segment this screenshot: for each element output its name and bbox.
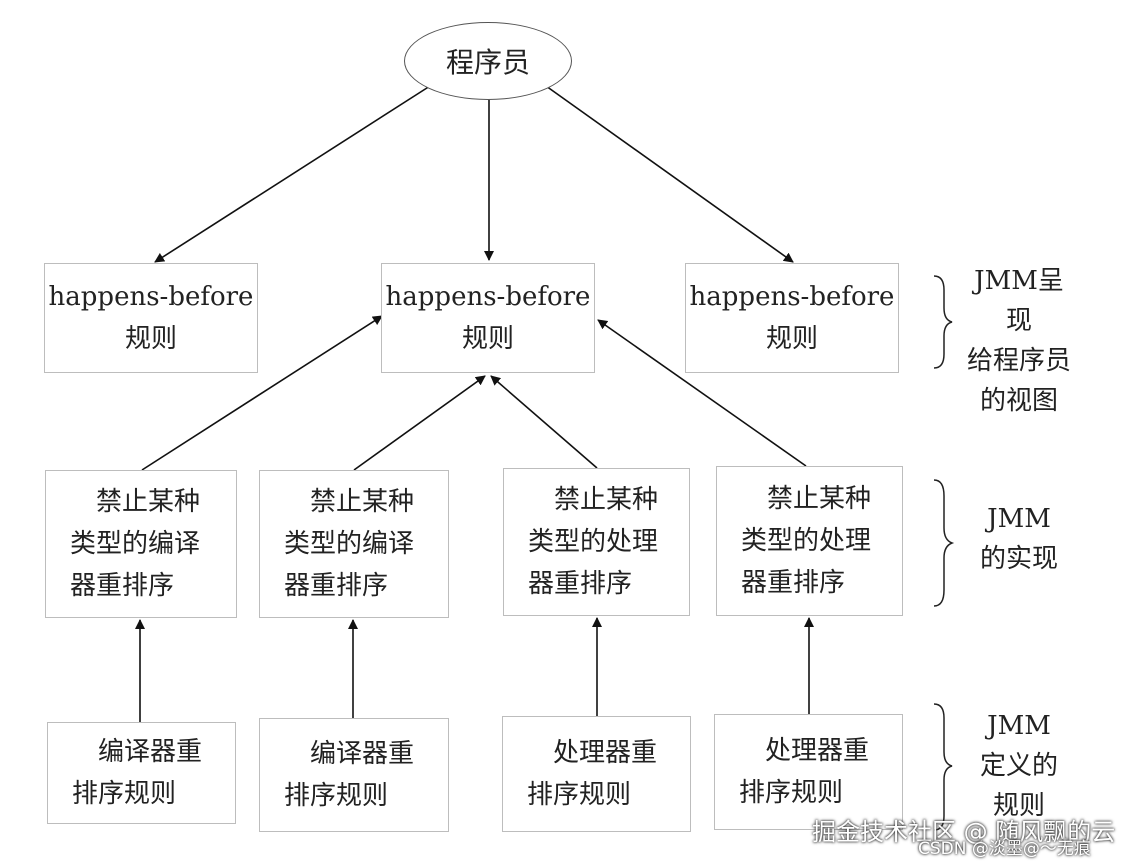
brace-def xyxy=(933,703,953,831)
def-box-2: 编译器重 排序规则 xyxy=(259,718,449,832)
arrow-top-to-rule-left xyxy=(154,85,431,263)
impl-box-3: 禁止某种 类型的处理 器重排序 xyxy=(503,468,690,616)
impl-box-2: 禁止某种 类型的编译 器重排序 xyxy=(259,470,449,618)
def-line1: 编译器重 xyxy=(310,739,415,769)
impl-line2: 类型的处理 xyxy=(528,527,659,557)
programmer-node: 程序员 xyxy=(404,22,572,100)
rule-line2: 规则 xyxy=(765,324,818,354)
rule-box-left: happens-before 规则 xyxy=(44,263,258,373)
impl-line1: 禁止某种 xyxy=(554,485,659,515)
impl-line2: 类型的编译 xyxy=(70,529,201,559)
def-line1: 处理器重 xyxy=(553,738,658,768)
impl-line3: 器重排序 xyxy=(284,571,389,601)
def-line1: 处理器重 xyxy=(765,736,870,766)
rule-line1: happens-before xyxy=(385,282,591,312)
rule-line2: 规则 xyxy=(461,324,514,354)
arrow-impl3-to-rule xyxy=(490,375,598,469)
impl-line2: 类型的处理 xyxy=(741,526,872,556)
rule-line1: happens-before xyxy=(48,282,254,312)
def-line2: 排序规则 xyxy=(72,779,177,809)
def-line2: 排序规则 xyxy=(739,778,844,808)
impl-box-4: 禁止某种 类型的处理 器重排序 xyxy=(716,466,903,616)
impl-line1: 禁止某种 xyxy=(310,487,415,517)
side-def-line1: JMM xyxy=(987,711,1051,741)
rule-line2: 规则 xyxy=(124,324,177,354)
rule-box-right: happens-before 规则 xyxy=(685,263,899,373)
side-impl-line1: JMM xyxy=(987,504,1051,534)
impl-line3: 器重排序 xyxy=(741,568,846,598)
programmer-label: 程序员 xyxy=(445,46,530,79)
impl-line1: 禁止某种 xyxy=(767,484,872,514)
arrow-impl2-to-rule xyxy=(353,375,486,471)
impl-box-1: 禁止某种 类型的编译 器重排序 xyxy=(45,470,237,618)
side-view-line2: 给程序员 xyxy=(966,346,1071,376)
side-impl-line2: 的实现 xyxy=(979,544,1058,574)
side-view-line3: 的视图 xyxy=(979,386,1058,416)
side-view-line1: JMM呈现 xyxy=(974,266,1064,336)
arrow-impl4-to-rule xyxy=(597,319,807,467)
impl-line3: 器重排序 xyxy=(528,569,633,599)
watermark-juejin: 掘金技术社区 @ 随风飘的云 xyxy=(812,818,1116,846)
watermark-csdn: CSDN @淡墨@～无痕 xyxy=(918,839,1091,859)
def-box-1: 编译器重 排序规则 xyxy=(47,722,236,824)
side-label-def: JMM 定义的 规则 xyxy=(964,706,1074,826)
arrow-impl1-to-rule xyxy=(141,315,383,471)
side-label-impl: JMM 的实现 xyxy=(964,499,1074,579)
rule-box-center: happens-before 规则 xyxy=(381,263,595,373)
side-label-view: JMM呈现 给程序员 的视图 xyxy=(964,261,1074,421)
def-line1: 编译器重 xyxy=(98,737,203,767)
def-box-3: 处理器重 排序规则 xyxy=(502,716,691,832)
impl-line2: 类型的编译 xyxy=(284,529,415,559)
impl-line1: 禁止某种 xyxy=(96,487,201,517)
def-box-4: 处理器重 排序规则 xyxy=(714,714,903,830)
side-def-line3: 规则 xyxy=(992,791,1045,821)
arrow-top-to-rule-right xyxy=(545,85,794,263)
def-line2: 排序规则 xyxy=(527,780,632,810)
def-line2: 排序规则 xyxy=(284,781,389,811)
impl-line3: 器重排序 xyxy=(70,571,175,601)
brace-impl xyxy=(933,479,955,607)
side-def-line2: 定义的 xyxy=(979,751,1058,781)
rule-line1: happens-before xyxy=(689,282,895,312)
brace-view xyxy=(933,275,953,369)
